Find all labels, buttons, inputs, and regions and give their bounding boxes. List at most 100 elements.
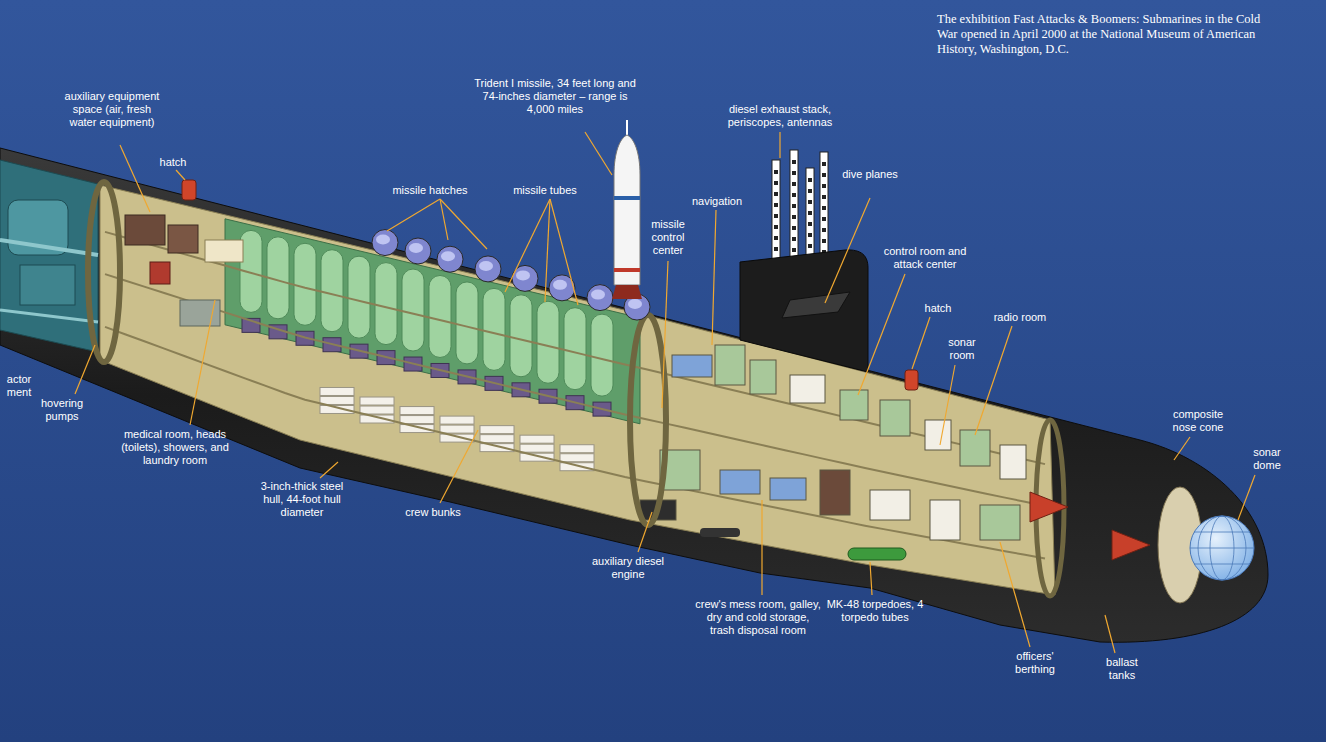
- console: [960, 430, 990, 466]
- callout-label: radio room: [994, 311, 1047, 324]
- callout-label: navigation: [692, 195, 742, 208]
- console: [870, 490, 910, 520]
- illustration-part: [20, 265, 75, 305]
- callout-label: Trident I missile, 34 feet long and 74-i…: [469, 77, 641, 116]
- deck-line: [105, 232, 1045, 464]
- leader-line: [779, 132, 780, 158]
- leader-line: [176, 170, 185, 180]
- callout-label: 3-inch-thick steel hull, 44-foot hull di…: [252, 480, 352, 519]
- callout-label: missile tubes: [513, 184, 577, 197]
- callout-label: missile control center: [643, 218, 693, 257]
- leader-line: [912, 317, 930, 369]
- console: [840, 390, 868, 420]
- bunk: [560, 445, 594, 453]
- leader-line: [550, 199, 578, 305]
- callout-label: ballast tanks: [1097, 656, 1147, 682]
- torpedo: [700, 528, 740, 537]
- callout-label: officers' berthing: [1000, 650, 1070, 676]
- callout-label: dive planes: [842, 168, 898, 181]
- leader-line: [320, 462, 338, 478]
- bunk: [520, 444, 554, 452]
- deck-line: [105, 274, 1045, 506]
- sail: [740, 150, 868, 372]
- torpedo-tube-cone: [1030, 492, 1068, 522]
- illustration-part: [0, 310, 98, 322]
- callout-label: auxiliary diesel engine: [588, 555, 668, 581]
- illustration-part: [808, 178, 812, 255]
- leader-line: [712, 210, 716, 345]
- bunk: [360, 397, 394, 405]
- leader-line: [870, 562, 872, 595]
- leader-line: [825, 198, 870, 303]
- bunk: [480, 435, 514, 443]
- missile-tube: [294, 243, 316, 325]
- console: [720, 470, 760, 494]
- leader-line: [858, 274, 905, 395]
- caption: The exhibition Fast Attacks & Boomers: S…: [937, 12, 1262, 57]
- leader-line: [940, 365, 955, 445]
- leader-line: [387, 199, 440, 231]
- illustration-part: [820, 152, 828, 260]
- missile-hatch: [372, 230, 398, 256]
- illustration-part: [626, 120, 628, 137]
- trident-missile: [612, 120, 642, 299]
- missile-tube: [321, 250, 343, 332]
- illustration-part: [205, 240, 243, 262]
- hatch-highlight: [441, 251, 455, 261]
- hatch-highlight: [553, 280, 567, 290]
- missile-tube: [591, 314, 613, 396]
- callout-label: crew bunks: [405, 506, 461, 519]
- illustration-part: [1194, 564, 1250, 565]
- auxiliary-equipment: [125, 215, 243, 326]
- bunk: [400, 416, 434, 424]
- bunk: [440, 425, 474, 433]
- forward-compartment-group: [640, 345, 1026, 540]
- leader-line: [1000, 542, 1030, 647]
- console: [930, 500, 960, 540]
- callout-label: MK-48 torpedoes, 4 torpedo tubes: [815, 598, 935, 624]
- interior-cutaway: [100, 185, 1055, 595]
- console: [790, 375, 825, 403]
- leader-line-group: [75, 132, 1255, 653]
- callout-label: missile hatches: [392, 184, 467, 197]
- leader-line: [440, 199, 448, 240]
- hatch: [182, 180, 196, 200]
- bulkhead: [630, 315, 666, 525]
- console: [820, 470, 850, 515]
- reactor-machinery: [0, 160, 98, 352]
- bulkhead: [88, 182, 120, 362]
- leader-line: [440, 430, 478, 503]
- leader-line: [585, 132, 612, 175]
- console: [715, 345, 745, 385]
- missile-tube-group: [105, 219, 1045, 559]
- missile-hatch: [475, 256, 501, 282]
- callout-label: actor ment: [3, 373, 35, 399]
- callout-label: hovering pumps: [32, 397, 92, 423]
- missile-tube: [537, 301, 559, 383]
- console: [750, 360, 776, 394]
- illustration-part: [0, 240, 98, 255]
- callout-label: auxiliary equipment space (air, fresh wa…: [62, 90, 162, 129]
- callout-label: medical room, heads (toilets), showers, …: [120, 428, 230, 467]
- callout-label: diesel exhaust stack, periscopes, antenn…: [719, 103, 841, 129]
- illustration-part: [614, 135, 640, 285]
- leader-line: [761, 500, 762, 595]
- leader-line: [190, 300, 215, 425]
- callout-label: sonar room: [940, 336, 985, 362]
- illustration-part: [125, 215, 165, 245]
- bunk: [480, 444, 514, 452]
- callout-label: control room and attack center: [875, 245, 975, 271]
- torpedo-tube-cone: [1112, 530, 1150, 560]
- bunk: [360, 406, 394, 414]
- missile-tube: [375, 263, 397, 345]
- missile-tube: [456, 282, 478, 364]
- hatch-highlight: [591, 290, 605, 300]
- bunk: [440, 416, 474, 424]
- illustration-part: [1190, 548, 1254, 549]
- callout-label: sonar dome: [1245, 446, 1290, 472]
- missile-tube: [348, 256, 370, 338]
- illustration-part: [790, 150, 798, 260]
- missile-hatch: [437, 246, 463, 272]
